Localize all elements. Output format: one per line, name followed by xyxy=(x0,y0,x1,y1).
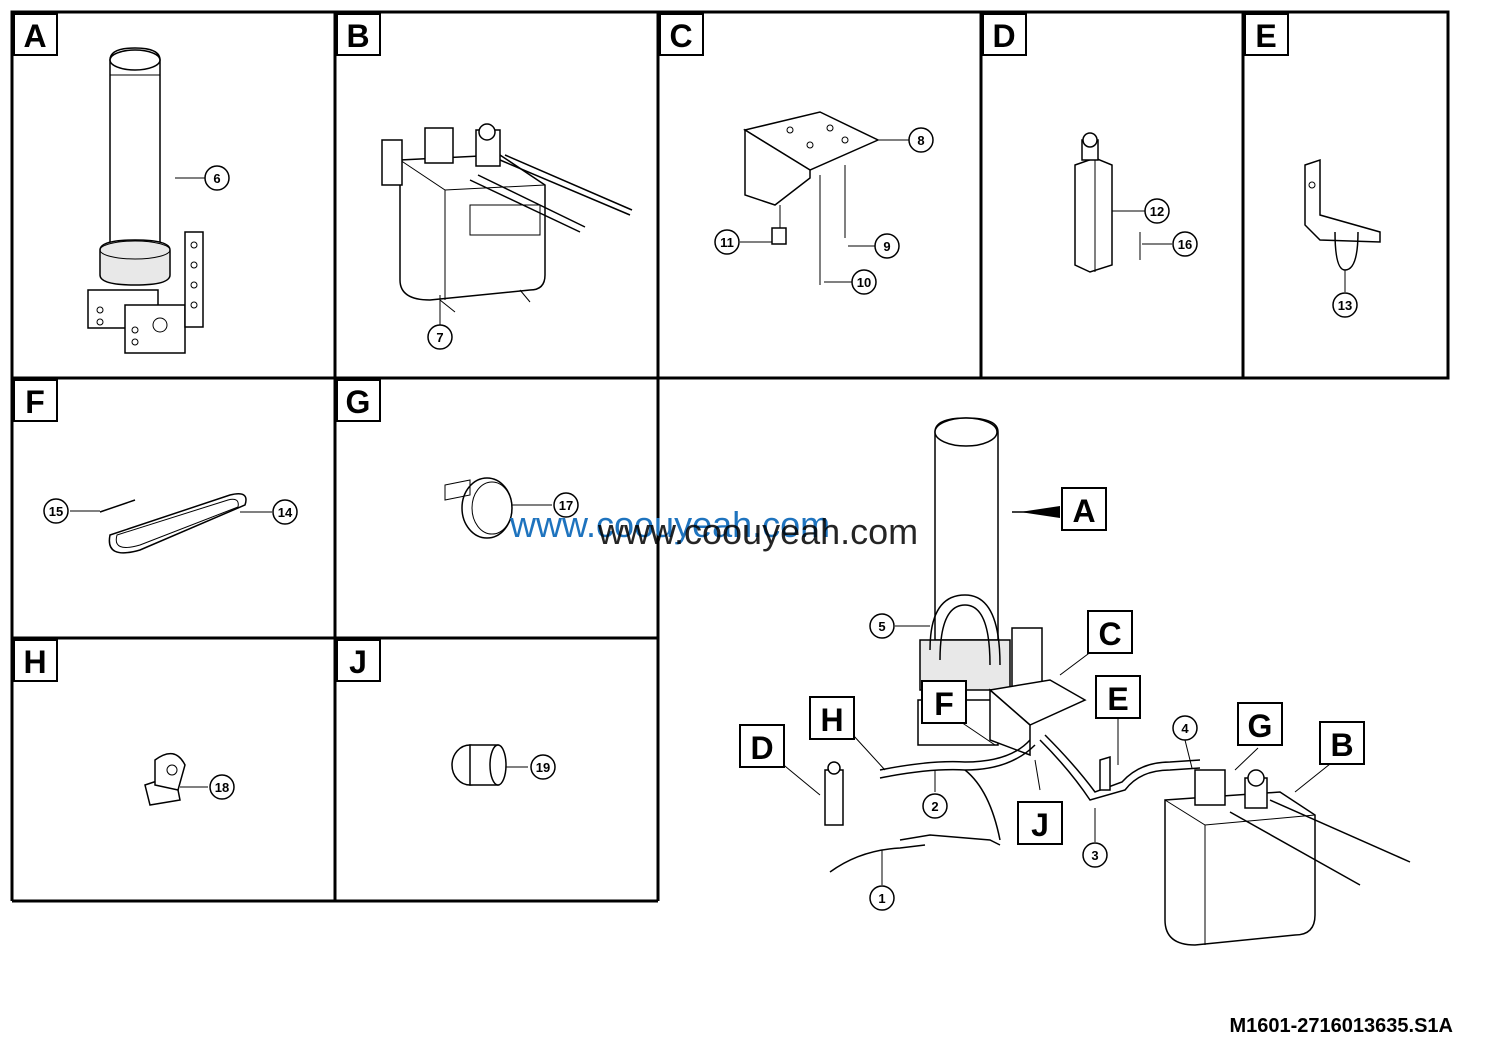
panel-letter-A: A xyxy=(13,13,58,56)
callout-9: 9 xyxy=(874,233,900,259)
assembly-letter-text: D xyxy=(750,730,773,766)
callout-number: 17 xyxy=(559,498,573,513)
callout-18: 18 xyxy=(209,774,235,800)
part-filter-column xyxy=(87,47,205,354)
callout-number: 13 xyxy=(1338,298,1352,313)
watermark-text-black: www.coouyeah.com xyxy=(597,511,918,552)
callout-number: 12 xyxy=(1150,204,1164,219)
callout-14: 14 xyxy=(272,499,298,525)
panel-letter-B: B xyxy=(336,13,381,56)
callout-11: 11 xyxy=(714,229,740,255)
assembly-letter-text: J xyxy=(1031,807,1049,843)
assembly-letter-text: H xyxy=(820,702,843,738)
callout-number: 1 xyxy=(878,891,885,906)
callout-number: 4 xyxy=(1181,721,1189,736)
callout-number: 5 xyxy=(878,619,885,634)
panel-letter-J: J xyxy=(336,639,381,682)
part-elbow-fitting xyxy=(144,752,208,806)
panel-letter-F: F xyxy=(13,379,58,422)
panel-letter-H: H xyxy=(13,639,58,682)
panel-letter-G: G xyxy=(336,379,381,422)
panel-letter-text: F xyxy=(25,384,45,420)
callout-number: 9 xyxy=(883,239,890,254)
part-u-bolt-bracket xyxy=(1304,158,1381,292)
assembly-letter-C: C xyxy=(1087,610,1133,654)
callout-19: 19 xyxy=(530,754,556,780)
part-plug xyxy=(451,744,528,786)
callout-number: 7 xyxy=(436,330,443,345)
panel-letter-C: C xyxy=(659,13,704,56)
assembly-letter-G: G xyxy=(1237,702,1283,746)
callout-4: 4 xyxy=(1172,715,1198,741)
callout-number: 11 xyxy=(720,235,734,250)
callout-10: 10 xyxy=(851,269,877,295)
assembly-letter-text: C xyxy=(1098,616,1121,652)
assembly-letter-text: A xyxy=(1072,493,1095,529)
part-hose-clamp xyxy=(444,477,552,539)
arrow-A xyxy=(1020,506,1060,518)
callout-6: 6 xyxy=(204,165,230,191)
panel-letter-text: A xyxy=(23,18,46,54)
callout-15: 15 xyxy=(43,498,69,524)
panel-letter-text: J xyxy=(349,644,367,680)
panel-letter-text: D xyxy=(992,18,1015,54)
assembly-letter-F: F xyxy=(921,680,967,724)
assembly-letter-E: E xyxy=(1095,675,1141,719)
callout-2: 2 xyxy=(922,793,948,819)
assembly-letter-text: G xyxy=(1248,708,1273,744)
drawing-code: M1601-2716013635.S1A xyxy=(1229,1015,1453,1037)
part-seal-ring xyxy=(70,493,272,554)
callout-7: 7 xyxy=(427,324,453,350)
assembly-letter-D: D xyxy=(739,724,785,768)
assembly-letter-J: J xyxy=(1017,801,1063,845)
panel-letter-text: G xyxy=(346,384,371,420)
part-hydraulic-tank xyxy=(381,123,633,325)
part-valve-block xyxy=(1074,132,1172,273)
callout-number: 10 xyxy=(857,275,871,290)
panel-letter-text: B xyxy=(346,18,369,54)
callout-1: 1 xyxy=(869,885,895,911)
panel-frames xyxy=(10,10,1450,903)
assembly-letter-text: B xyxy=(1330,727,1353,763)
assembly-letter-A: A xyxy=(1061,487,1107,531)
callout-number: 2 xyxy=(931,799,938,814)
callout-number: 15 xyxy=(49,504,63,519)
panel-letter-E: E xyxy=(1244,13,1289,56)
part-mounting-bracket xyxy=(740,111,910,285)
callout-number: 3 xyxy=(1091,848,1098,863)
callout-5: 5 xyxy=(869,613,895,639)
panel-letter-text: C xyxy=(669,18,692,54)
callout-3: 3 xyxy=(1082,842,1108,868)
callout-number: 19 xyxy=(536,760,550,775)
panel-letter-text: E xyxy=(1255,18,1276,54)
panel-letter-D: D xyxy=(982,13,1027,56)
callout-number: 14 xyxy=(278,505,293,520)
callout-number: 6 xyxy=(213,171,220,186)
callout-17: 17 xyxy=(553,492,579,518)
callout-12: 12 xyxy=(1144,198,1170,224)
assembly-letter-text: F xyxy=(934,686,954,722)
callout-8: 8 xyxy=(908,127,934,153)
callout-number: 8 xyxy=(917,133,924,148)
assembly-letter-text: E xyxy=(1107,681,1128,717)
watermark-text-blue: www.coouyeah.com xyxy=(509,504,830,545)
callout-16: 16 xyxy=(1172,231,1198,257)
assembly-letter-B: B xyxy=(1319,721,1365,765)
callout-13: 13 xyxy=(1332,292,1358,318)
callout-number: 16 xyxy=(1178,237,1192,252)
callout-number: 18 xyxy=(215,780,229,795)
assembly-letter-H: H xyxy=(809,696,855,740)
panel-letter-text: H xyxy=(23,644,46,680)
